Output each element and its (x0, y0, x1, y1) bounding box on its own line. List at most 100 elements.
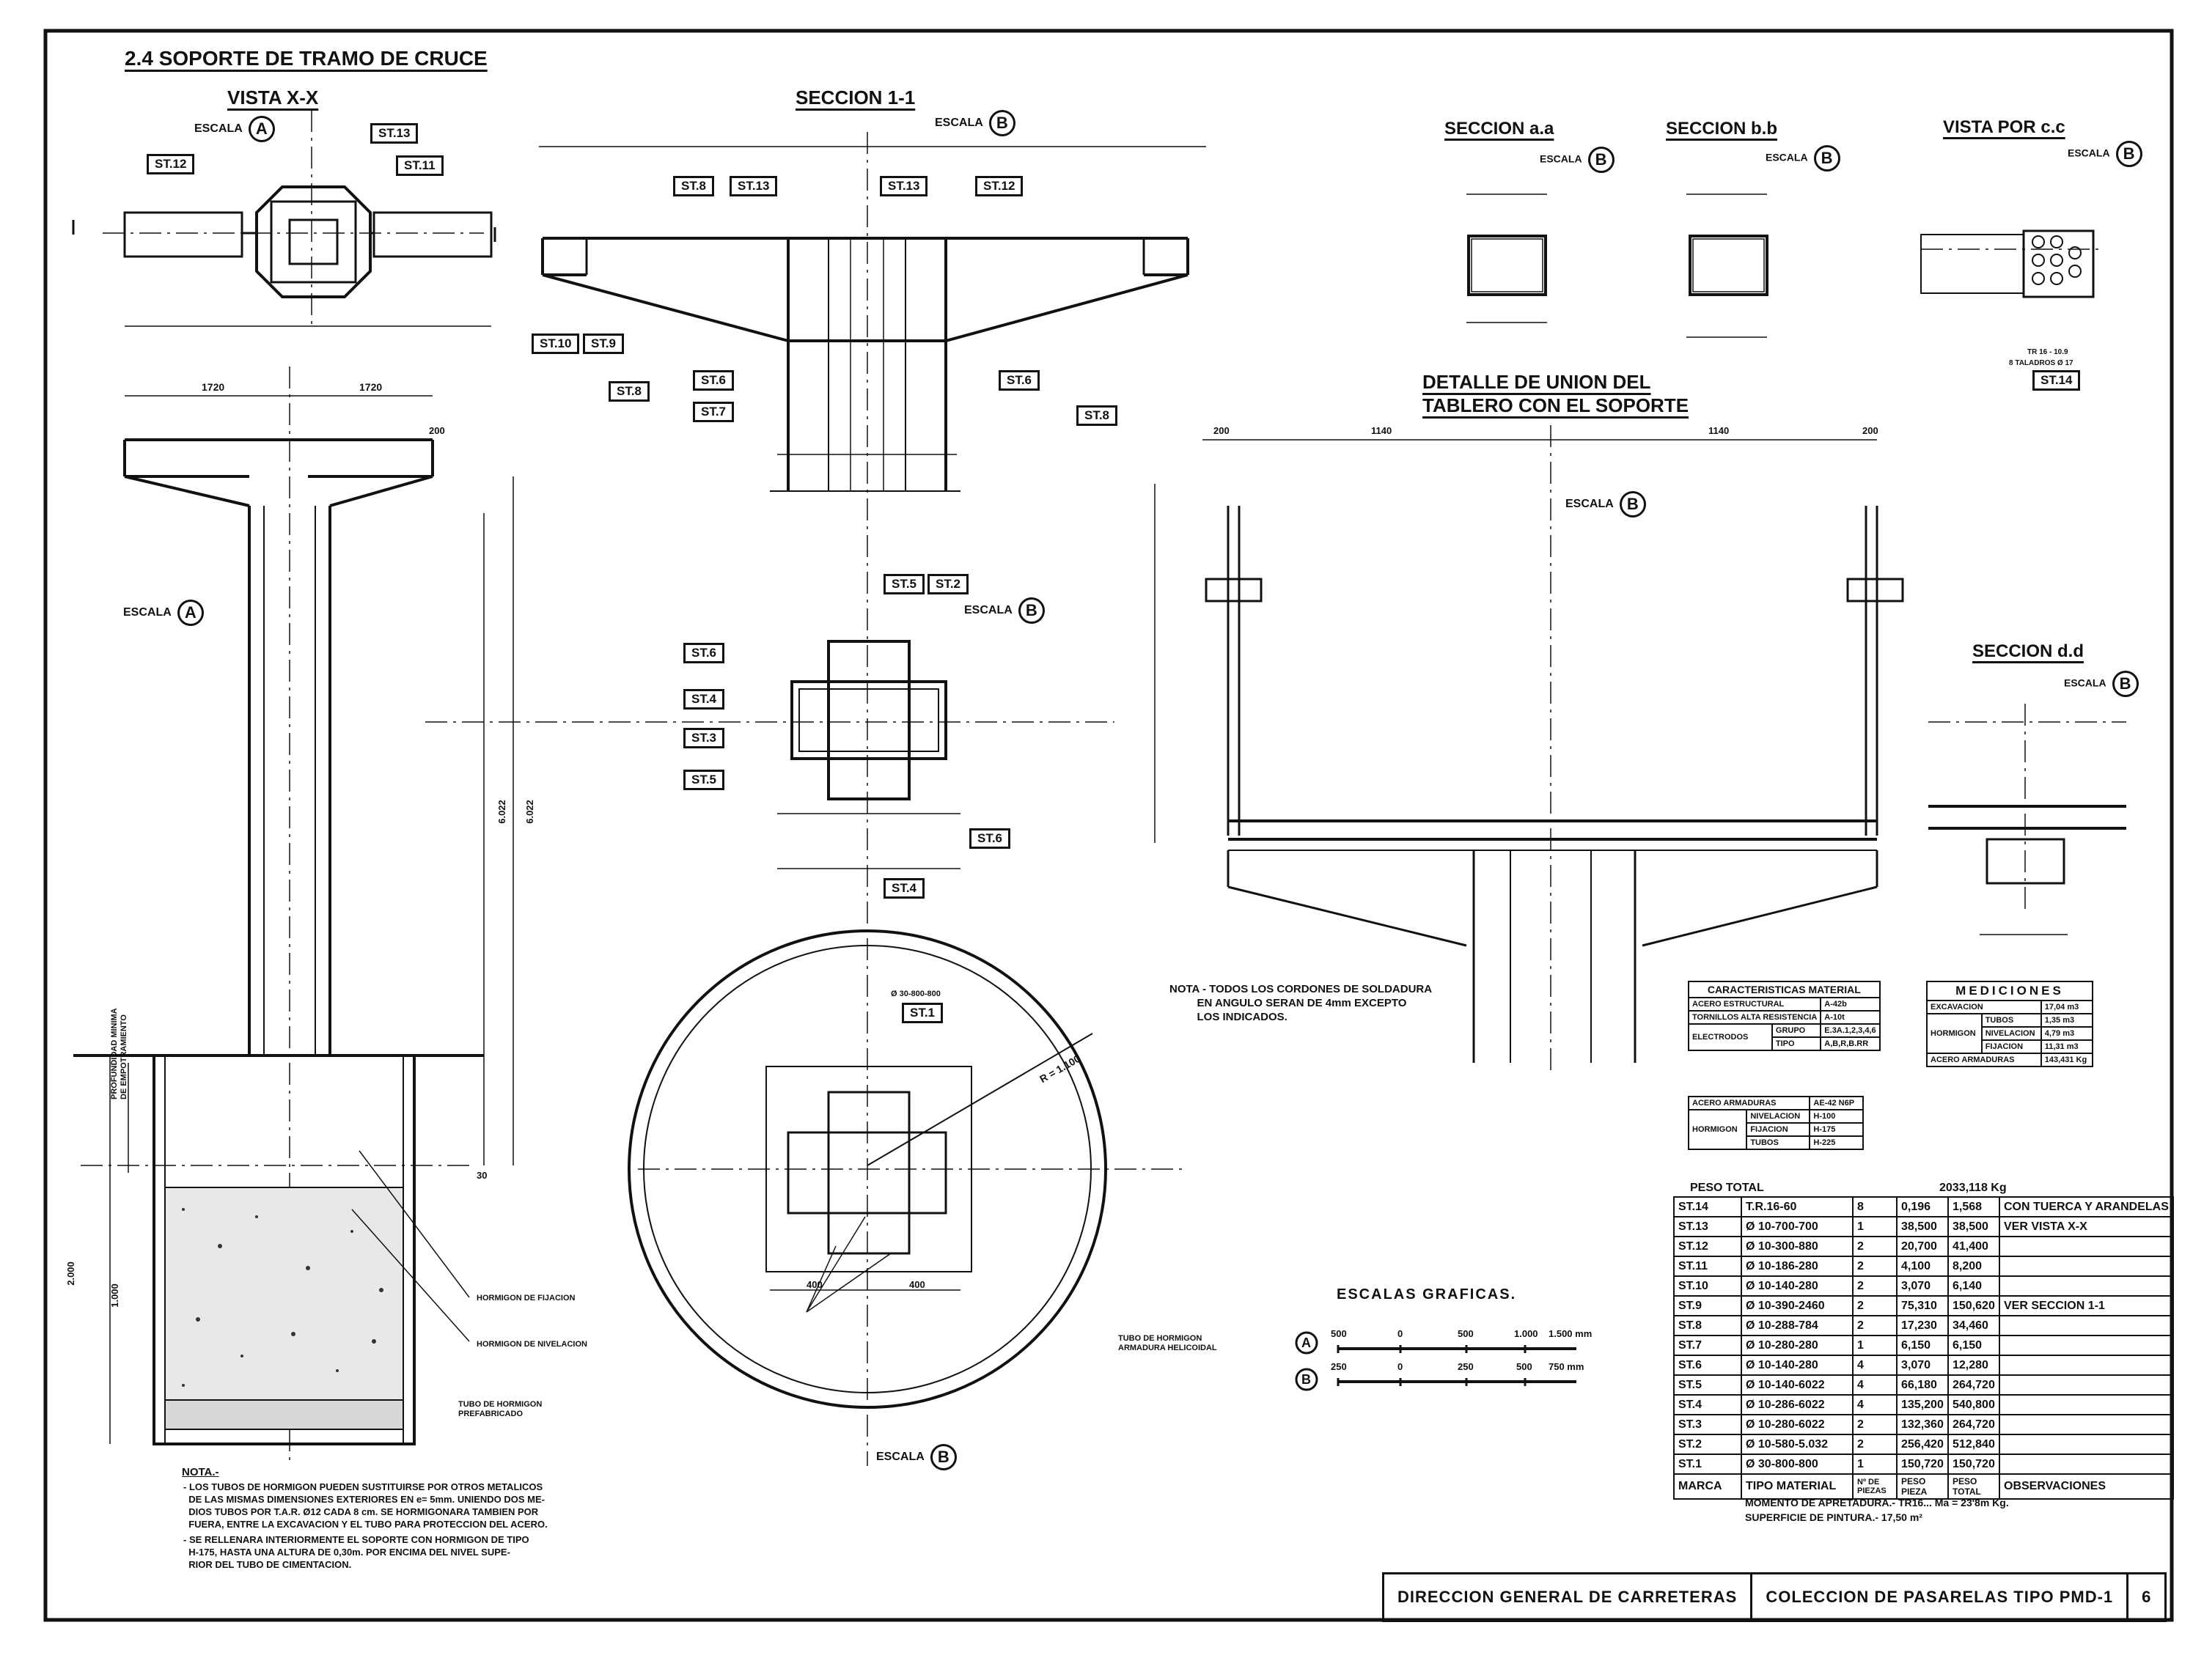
part-tag: ST.1 (902, 1003, 944, 1023)
view-title-vista-xx: VISTA X-X (227, 86, 319, 108)
part-tag: ST.2 (927, 574, 969, 594)
bom-cell: Ø 10-286-6022 (1741, 1394, 1854, 1415)
caracteristicas-table: CARACTERISTICAS MATERIAL ACERO ESTRUCTUR… (1687, 981, 1881, 1051)
bom-cell: 4,100 (1896, 1256, 1949, 1277)
part-tag: ST.7 (693, 402, 735, 422)
bom-cell: 2 (1852, 1414, 1898, 1435)
bom-cell: 150,620 (1947, 1295, 2000, 1316)
scale-a-tick: 500 (1458, 1328, 1474, 1339)
bom-cell (1999, 1275, 2174, 1297)
bom-cell: CON TUERCA Y ARANDELAS (1999, 1196, 2174, 1217)
caracteristicas-header: CARACTERISTICAS MATERIAL (1688, 981, 1881, 998)
scale-b-tick: 500 (1516, 1361, 1532, 1372)
scale-b-tick: 250 (1458, 1361, 1474, 1372)
part-tag: ST.3 (683, 728, 725, 748)
momento-apretadura: MOMENTO DE APRETADURA.- TR16... Ma = 23'… (1745, 1497, 2009, 1508)
callout-taladros: 8 TALADROS Ø 17 (2009, 359, 2073, 367)
bom-cell: 150,720 (1947, 1454, 2000, 1475)
part-tag: ST.9 (583, 334, 625, 354)
cross-section-plan (425, 640, 1114, 869)
column-elevation (73, 366, 514, 1466)
base-plate-circle (628, 929, 1188, 1409)
part-tag: ST.14 (2032, 370, 2081, 391)
mediciones-header: MEDICIONES (1926, 981, 2093, 1001)
part-tag: ST.6 (999, 370, 1040, 391)
bom-cell: ST.11 (1673, 1256, 1742, 1277)
bom-cell: 135,200 (1896, 1394, 1949, 1415)
bom-cell: 6,150 (1896, 1335, 1949, 1356)
bom-cell: Ø 10-700-700 (1741, 1216, 1854, 1237)
part-tag: ST.6 (969, 828, 1011, 849)
part-tag: ST.4 (683, 689, 725, 710)
callout-tr16: TR 16 - 10.9 (2027, 348, 2068, 356)
vista-cc (1920, 229, 2104, 298)
bom-cell: VER SECCION 1-1 (1999, 1295, 2174, 1316)
bom-cell: VER VISTA X-X (1999, 1216, 2174, 1237)
nota-soldadura: NOTA - TODOS LOS CORDONES DE SOLDADURA E… (1169, 983, 1433, 1023)
callout-profundidad: PROFUNDIDAD MINIMA DE EMPOTRAMIENTO (110, 1008, 128, 1099)
bom-cell: ST.6 (1673, 1355, 1742, 1376)
seccion-aa-bb (1466, 194, 1768, 338)
bom-cell: 2 (1852, 1315, 1898, 1336)
bom-cell: 2 (1852, 1295, 1898, 1316)
bom-cell: ST.4 (1673, 1394, 1742, 1415)
part-tag: ST.8 (1076, 405, 1118, 426)
bom-cell: 256,420 (1896, 1434, 1949, 1455)
peso-total-label: PESO TOTAL (1690, 1182, 1764, 1194)
bom-cell: 41,400 (1947, 1236, 2000, 1257)
bom-cell: Ø 10-140-280 (1741, 1275, 1854, 1297)
detalle-title-2: TABLERO CON EL SOPORTE (1422, 394, 1689, 416)
detalle-title-1: DETALLE DE UNION DEL (1422, 371, 1651, 393)
bom-cell: ST.9 (1673, 1295, 1742, 1316)
callout-tubo-helicoidal: TUBO DE HORMIGON ARMADURA HELICOIDAL (1118, 1334, 1217, 1352)
nota-head: NOTA.- (182, 1466, 219, 1478)
nota-line-1: - LOS TUBOS DE HORMIGON PUEDEN SUSTITUIR… (183, 1481, 548, 1530)
bom-cell (1999, 1414, 2174, 1435)
bom-cell (1999, 1315, 2174, 1336)
view-title-seccion-11: SECCION 1-1 (796, 86, 916, 108)
callout-hormigon-nivelacion: HORMIGON DE NIVELACION (477, 1340, 587, 1349)
detalle-union (1154, 425, 1904, 1070)
view-title-seccion-aa: SECCION a.a (1444, 119, 1554, 139)
scale-circle-b (1295, 1368, 1318, 1391)
dimension-label: 200 (1862, 425, 1878, 436)
seccion-dd (1928, 704, 2126, 935)
bom-cell (1999, 1236, 2174, 1257)
scale-b-tick: 750 mm (1549, 1361, 1584, 1372)
bom-cell: 264,720 (1947, 1374, 2000, 1396)
bom-cell (1999, 1454, 2174, 1475)
bom-cell: Ø 10-186-280 (1741, 1256, 1854, 1277)
bom-cell: ST.13 (1673, 1216, 1742, 1237)
bom-cell (1999, 1335, 2174, 1356)
view-title-seccion-bb: SECCION b.b (1666, 119, 1778, 139)
superficie-pintura: SUPERFICIE DE PINTURA.- 17,50 m² (1745, 1511, 1922, 1523)
bom-cell: 8,200 (1947, 1256, 2000, 1277)
bom-cell (1999, 1434, 2174, 1455)
concrete-hatch (182, 1208, 383, 1387)
scale-b-letter: B (1301, 1372, 1311, 1387)
bom-cell: 1 (1852, 1216, 1898, 1237)
view-title-vista-cc: VISTA POR c.c (1943, 117, 2065, 137)
bom-cell: 6,140 (1947, 1275, 2000, 1297)
bom-cell: 132,360 (1896, 1414, 1949, 1435)
bom-cell: 8 (1852, 1196, 1898, 1217)
bom-cell: Ø 10-580-5.032 (1741, 1434, 1854, 1455)
